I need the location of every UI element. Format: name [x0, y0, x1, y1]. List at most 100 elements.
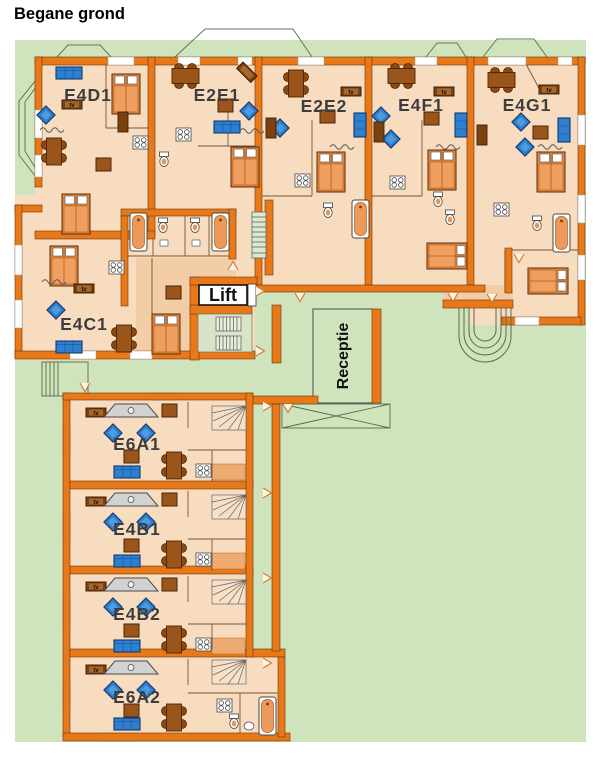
- apartment-e4f1: tv E4F1: [371, 63, 468, 270]
- sofa-icon: [55, 340, 83, 354]
- toilet-icon: [158, 217, 168, 233]
- curved-stair-icon: [458, 308, 512, 363]
- toilet-icon: [190, 217, 200, 233]
- apartment-e6a1: tv E6A1: [85, 402, 247, 482]
- staircase-icon: [211, 494, 247, 520]
- bed-icon: [316, 151, 346, 193]
- apartment-e2e1: E2E1: [159, 61, 265, 188]
- apartment-e2e2: tv E2E2: [265, 69, 370, 239]
- kitchen-counter: [211, 552, 246, 570]
- tv-cabinet-label: tv: [546, 88, 552, 94]
- apartment-label-e6a2: E6A2: [113, 687, 161, 707]
- sink-icon: [191, 239, 201, 247]
- toilet-icon: [433, 191, 443, 207]
- bathtub-icon: [351, 199, 370, 239]
- stove-icon: [389, 175, 406, 190]
- stove-icon: [175, 127, 192, 142]
- tv-cabinet-label: tv: [81, 287, 87, 293]
- apartment-e4g1: tv E4G1: [476, 67, 571, 295]
- toilet-icon: [229, 713, 239, 729]
- stove-icon: [195, 552, 212, 567]
- apartment-label-e4c1: E4C1: [60, 314, 108, 334]
- sink-icon: [159, 239, 169, 247]
- lift-box: [198, 284, 248, 306]
- table-icon: [161, 492, 178, 507]
- bed-icon: [49, 245, 79, 287]
- staircase-icon: [215, 335, 242, 351]
- bed-icon: [527, 267, 569, 295]
- apartment-label-e6a1: E6A1: [113, 434, 161, 454]
- bed-icon: [427, 149, 457, 191]
- sofa-icon: [557, 117, 571, 143]
- bed-icon: [230, 146, 260, 188]
- toilet-icon: [445, 209, 455, 225]
- apartment-e4b2: tv E4B2: [85, 576, 247, 655]
- staircase-icon: [211, 659, 247, 685]
- coffee-table-icon: [165, 285, 182, 300]
- bed-icon: [111, 73, 141, 115]
- table-icon: [161, 577, 178, 592]
- staircase-icon: [211, 405, 247, 431]
- tv-cabinet-label: tv: [441, 90, 447, 96]
- apartment-label-e4d1: E4D1: [64, 85, 112, 105]
- apartment-label-e4f1: E4F1: [398, 95, 444, 115]
- bathtub-icon: [258, 696, 277, 736]
- cabinet-icon: [117, 111, 129, 133]
- stove-icon: [216, 698, 233, 713]
- tv-cabinet-label: tv: [93, 585, 99, 591]
- table-icon: [161, 403, 178, 418]
- bed-icon: [536, 151, 566, 193]
- sofa-icon: [113, 465, 141, 479]
- sofa-icon: [213, 120, 241, 134]
- stove-icon: [493, 202, 510, 217]
- lift-label: Lift: [209, 285, 237, 305]
- sofa-icon: [113, 717, 141, 731]
- apartment-label-e2e1: E2E1: [194, 85, 241, 105]
- page-title: Begane grond: [14, 5, 125, 23]
- toilet-icon: [159, 151, 169, 167]
- stove-icon: [132, 135, 149, 150]
- sofa-icon: [353, 112, 367, 138]
- sofa-icon: [113, 639, 141, 653]
- sofa-icon: [55, 66, 83, 80]
- apartment-label-e4b1: E4B1: [113, 519, 161, 539]
- apartment-label-e2e2: E2E2: [301, 96, 348, 116]
- toilet-icon: [532, 215, 542, 231]
- cabinet-icon: [373, 121, 385, 143]
- bed-icon: [426, 242, 468, 270]
- apartment-label-e4g1: E4G1: [503, 95, 552, 115]
- stove-icon: [195, 463, 212, 478]
- tv-cabinet-label: tv: [348, 90, 354, 96]
- entrance-canopy: [281, 403, 391, 429]
- stove-icon: [108, 260, 125, 275]
- sink-icon: [243, 721, 255, 731]
- tv-cabinet-label: tv: [93, 668, 99, 674]
- tv-cabinet-label: tv: [93, 411, 99, 417]
- cabinet-icon: [476, 124, 488, 146]
- stove-icon: [195, 637, 212, 652]
- lift-door: [247, 283, 257, 307]
- apartment-e4b1: tv E4B1: [85, 491, 247, 571]
- coffee-table-icon: [123, 623, 140, 638]
- sofa-icon: [113, 554, 141, 568]
- cabinet-icon: [265, 117, 277, 139]
- bed-icon: [61, 193, 91, 235]
- toilet-icon: [323, 202, 333, 218]
- coffee-table-icon: [532, 125, 549, 140]
- staircase-icon: [251, 211, 267, 259]
- tv-cabinet-label: tv: [93, 500, 99, 506]
- sofa-icon: [454, 112, 468, 138]
- bathtub-icon: [129, 212, 148, 252]
- apartment-e6a2: tv E6A2: [85, 659, 278, 736]
- bathtub-icon: [552, 213, 571, 253]
- tv-cabinet-label: tv: [69, 103, 75, 109]
- coffee-table-icon: [95, 157, 112, 172]
- apartment-e4d1: tv E4D1: [36, 66, 149, 172]
- kitchen-counter: [211, 637, 246, 655]
- elevator: Lift: [189, 276, 282, 364]
- stove-icon: [294, 173, 311, 188]
- coffee-table-icon: [123, 538, 140, 553]
- kitchen-counter: [211, 463, 246, 481]
